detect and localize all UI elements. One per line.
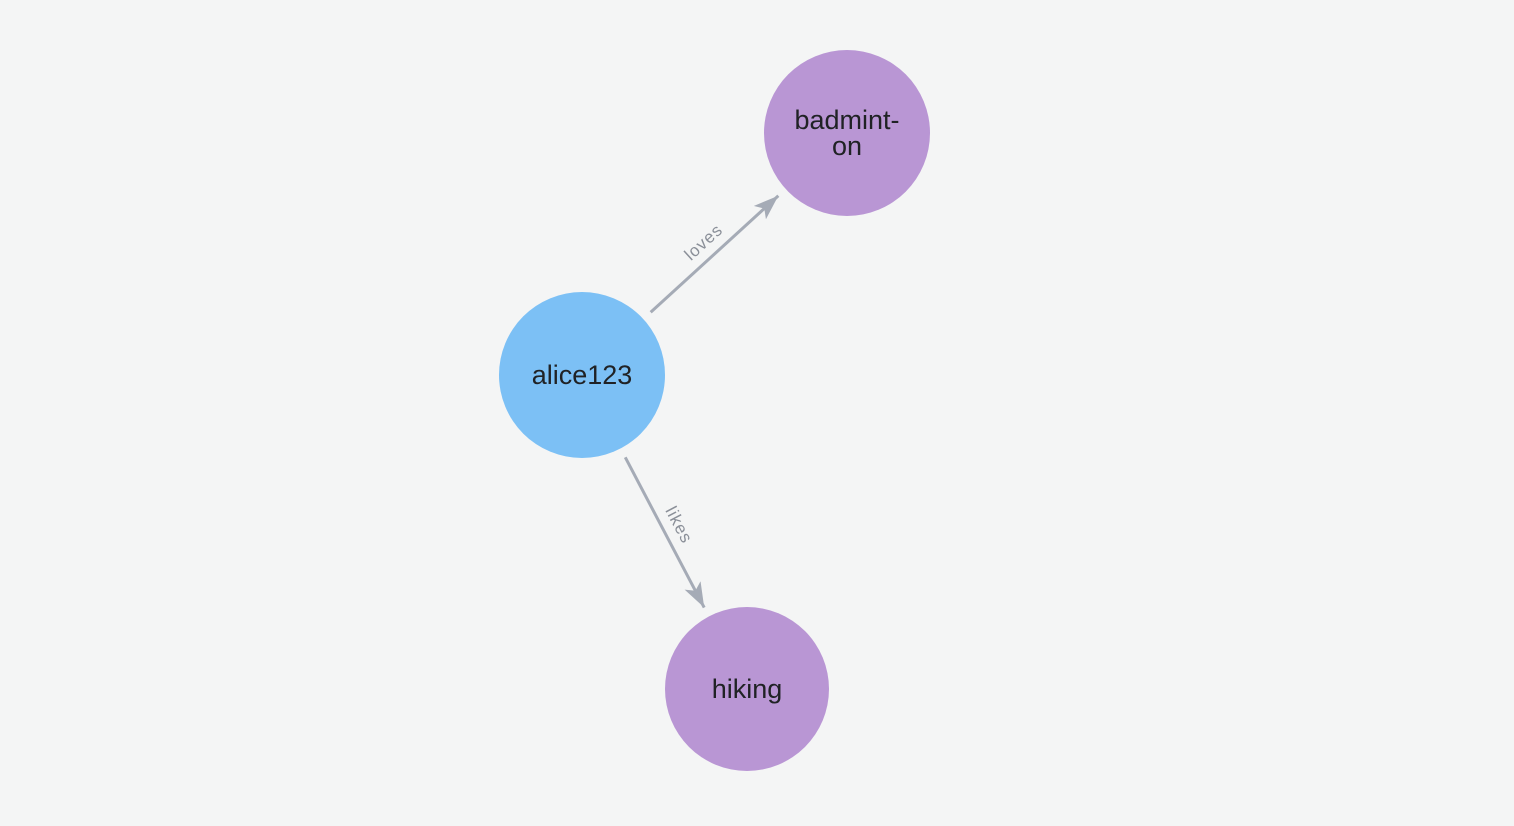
edge-alice123-badminton[interactable] (649, 194, 780, 314)
node-badminton[interactable]: badmint- on (764, 50, 930, 216)
edge-alice123-hiking[interactable] (623, 456, 706, 609)
node-alice123[interactable]: alice123 (499, 292, 665, 458)
edge-label-loves[interactable]: loves (681, 220, 727, 264)
node-label-badminton: badmint- on (794, 105, 900, 161)
node-hiking[interactable]: hiking (665, 607, 829, 771)
edge-label-likes[interactable]: likes (661, 503, 696, 546)
node-label-alice123: alice123 (531, 360, 633, 390)
node-label-hiking: hiking (711, 674, 783, 704)
